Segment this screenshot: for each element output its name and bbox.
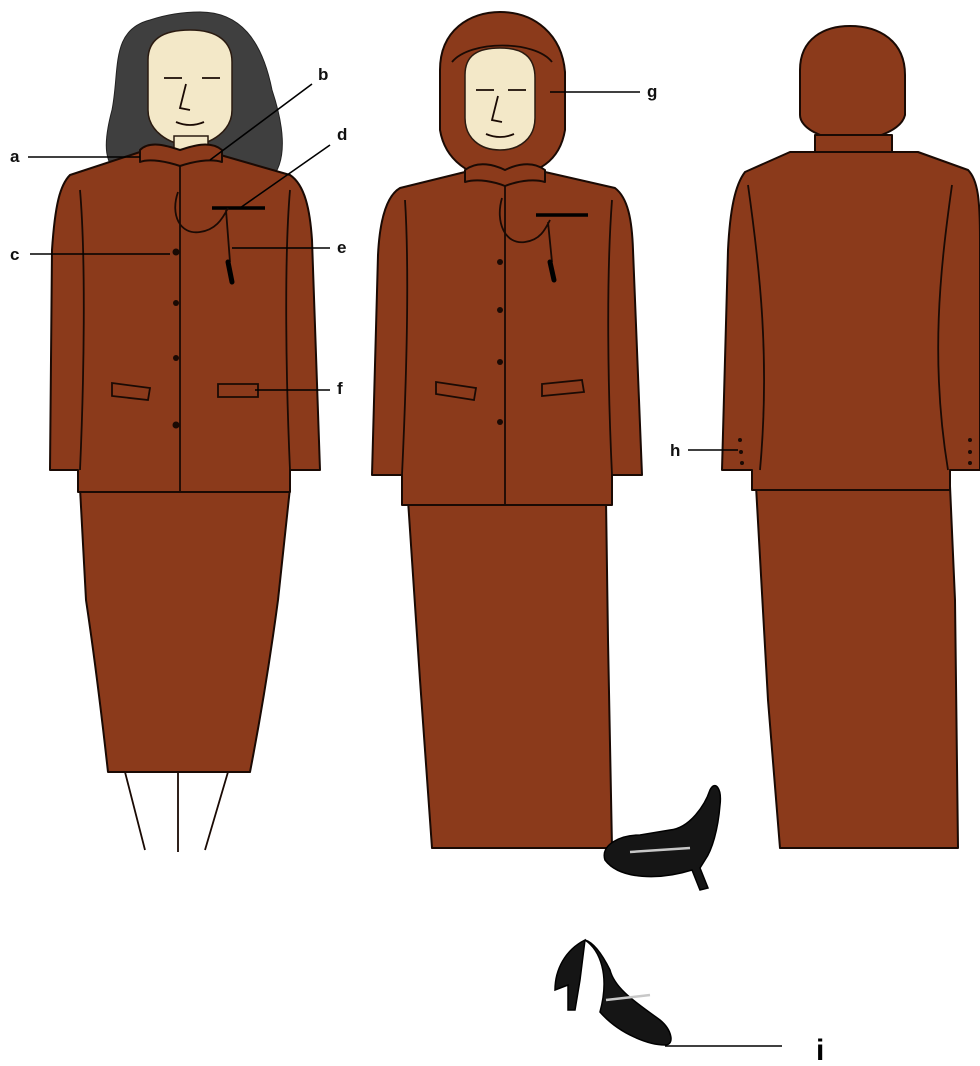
face (465, 48, 535, 150)
skirt (80, 488, 290, 772)
face (148, 30, 232, 145)
button (497, 419, 503, 425)
jacket (372, 172, 642, 505)
label-b: b (318, 65, 328, 84)
button (497, 359, 503, 365)
figure-front-hijab (372, 12, 642, 848)
button (173, 422, 180, 429)
button (173, 355, 179, 361)
label-h: h (670, 441, 680, 460)
label-a: a (10, 147, 20, 166)
skirt (756, 486, 958, 848)
shoe-back (604, 786, 720, 890)
label-g: g (647, 82, 657, 101)
button (497, 307, 503, 313)
jacket-back (722, 152, 980, 490)
figure-back (722, 26, 980, 848)
shoe-front (555, 940, 671, 1045)
jacket (50, 152, 320, 492)
button (497, 259, 503, 265)
sleeve-button (740, 461, 744, 465)
button (173, 249, 180, 256)
figure-front-hair (50, 12, 320, 852)
label-i: i (816, 1034, 824, 1066)
label-d: d (337, 125, 347, 144)
sleeve-button (739, 450, 743, 454)
label-f: f (337, 379, 343, 398)
skirt (408, 500, 612, 848)
sleeve-button (738, 438, 742, 442)
label-e: e (337, 238, 346, 257)
label-c: c (10, 245, 19, 264)
button (173, 300, 179, 306)
hijab-back (800, 26, 905, 140)
